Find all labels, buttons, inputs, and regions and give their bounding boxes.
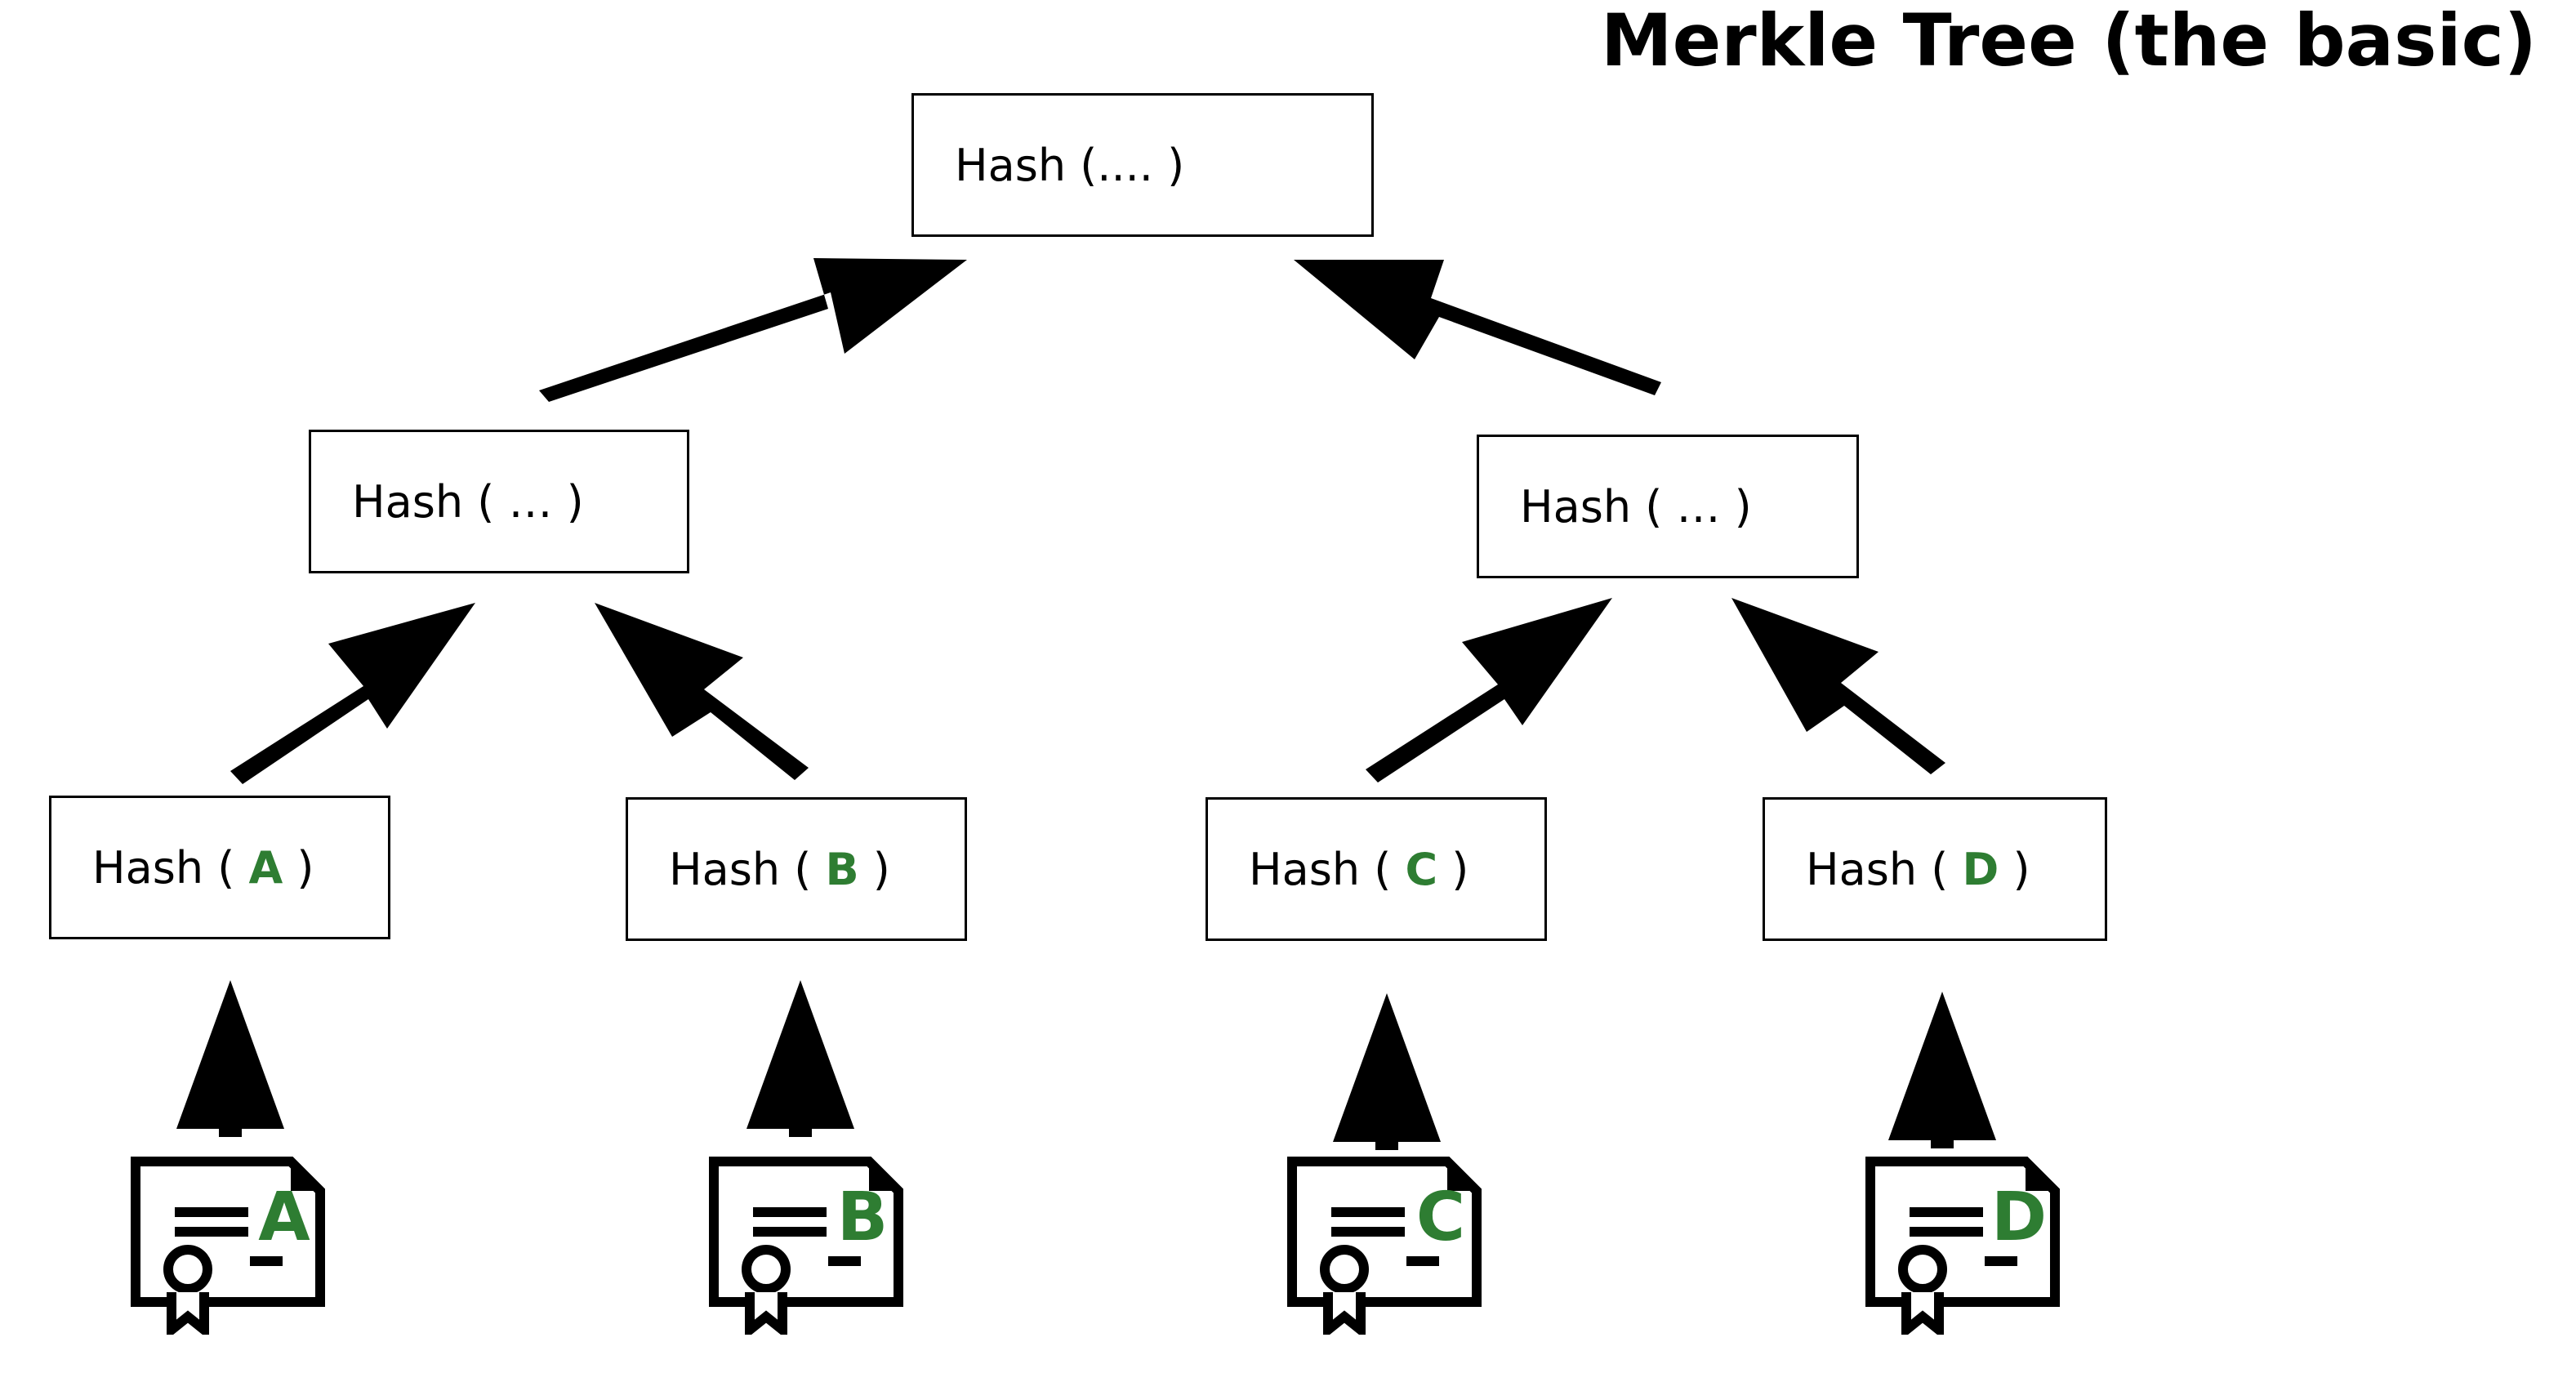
certificate-letter: D <box>1991 1179 2047 1256</box>
arrow-doc-b-to-leaf <box>747 980 854 1137</box>
arrow-doc-a-to-leaf <box>176 980 284 1137</box>
leaf-hash-letter: A <box>248 841 283 894</box>
leaf-hash-letter: C <box>1405 843 1438 895</box>
certificate-letter: C <box>1416 1179 1465 1256</box>
certificate-document-icon: D <box>1865 1157 2060 1335</box>
right-intermediate-hash-label: Hash ( … ) <box>1520 480 1752 533</box>
right-intermediate-hash-box: Hash ( … ) <box>1477 435 1859 578</box>
leaf-hash-suffix: ) <box>1437 843 1469 895</box>
leaf-hash-a-box: Hash ( A ) <box>49 796 390 939</box>
leaf-hash-d-box: Hash ( D ) <box>1763 797 2107 941</box>
arrow-doc-c-to-leaf <box>1333 993 1441 1150</box>
leaf-hash-suffix: ) <box>1999 843 2030 895</box>
arrow-leaf-c-to-right <box>1366 598 1612 782</box>
leaf-hash-letter: D <box>1962 843 1999 895</box>
certificate-document-icon: B <box>709 1157 903 1335</box>
arrow-leaf-d-to-right <box>1731 598 1945 774</box>
left-intermediate-hash-label: Hash ( … ) <box>352 475 584 528</box>
arrow-right-to-root <box>1294 260 1661 395</box>
arrow-leaf-a-to-left <box>230 603 475 784</box>
left-intermediate-hash-box: Hash ( … ) <box>309 430 689 573</box>
root-hash-box: Hash (.... ) <box>911 93 1374 237</box>
leaf-hash-suffix: ) <box>858 843 890 895</box>
leaf-hash-suffix: ) <box>283 841 314 894</box>
leaf-hash-prefix: Hash ( <box>1806 843 1963 895</box>
leaf-hash-b-box: Hash ( B ) <box>626 797 967 941</box>
arrow-left-to-root <box>539 258 967 402</box>
certificate-document-icon: C <box>1287 1157 1482 1335</box>
leaf-hash-prefix: Hash ( <box>669 843 826 895</box>
leaf-hash-prefix: Hash ( <box>1249 843 1406 895</box>
leaf-hash-letter: B <box>825 843 859 895</box>
leaf-hash-prefix: Hash ( <box>92 841 249 894</box>
root-hash-label: Hash (.... ) <box>955 139 1185 191</box>
diagram-title: Merkle Tree (the basic) <box>1601 0 2537 82</box>
certificate-document-icon: A <box>131 1157 325 1335</box>
arrow-leaf-b-to-left <box>595 603 809 780</box>
certificate-letter: B <box>837 1179 889 1256</box>
arrow-doc-d-to-leaf <box>1888 992 1996 1148</box>
certificate-letter: A <box>258 1179 310 1256</box>
leaf-hash-c-box: Hash ( C ) <box>1206 797 1547 941</box>
